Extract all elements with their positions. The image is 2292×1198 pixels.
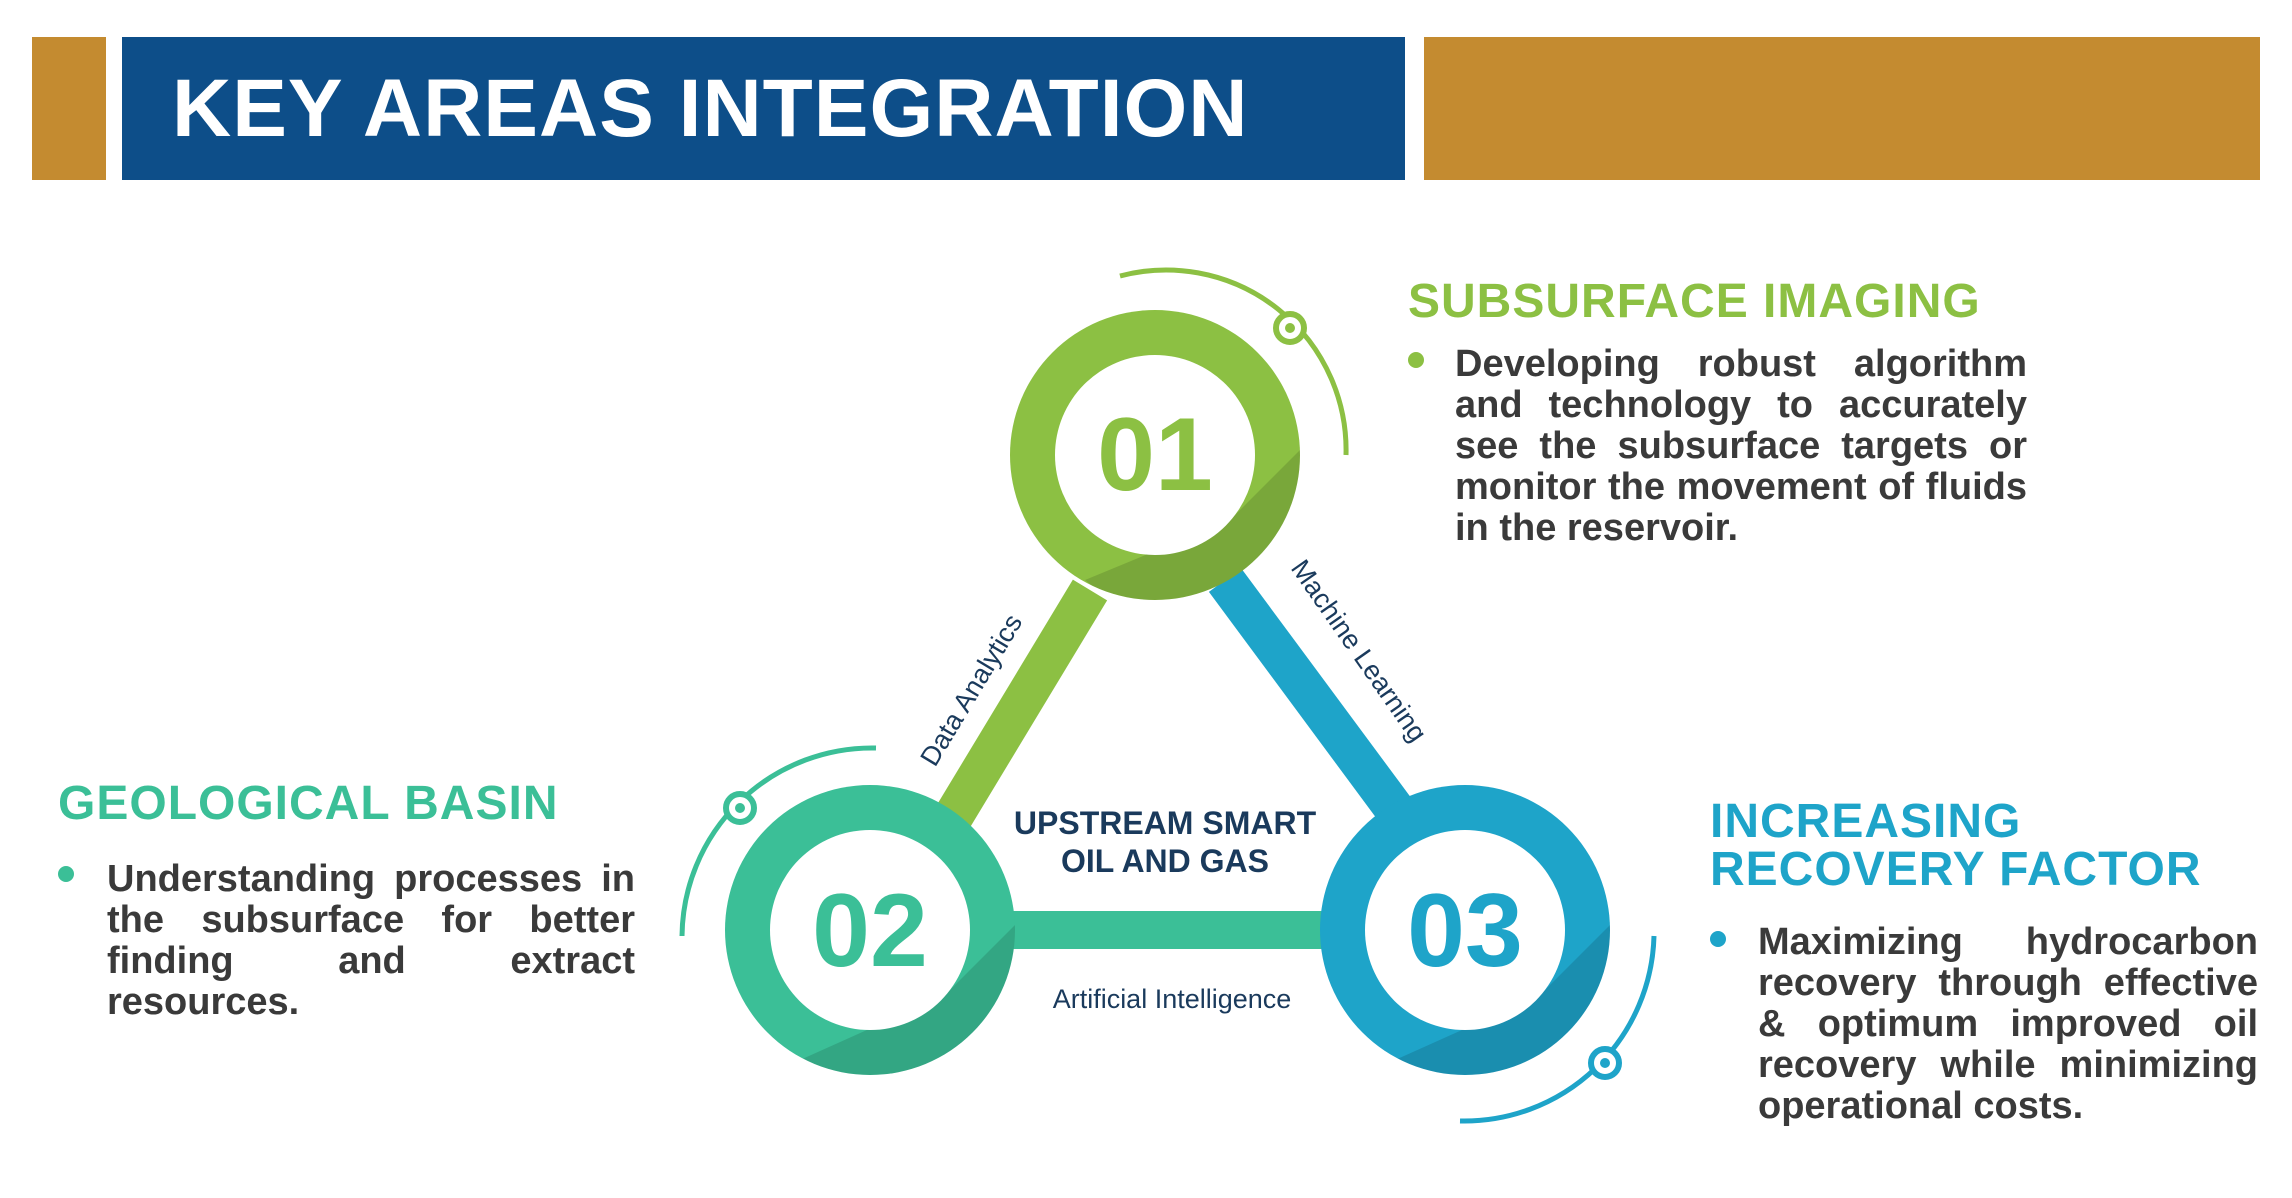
orbit-dot-01-core <box>1285 323 1295 333</box>
section-text-subsurface-imaging: Developing robust algorithm and technolo… <box>1455 343 2027 549</box>
node-02-number: 02 <box>812 873 928 989</box>
section-title-geological-basin: GEOLOGICAL BASIN <box>58 777 559 830</box>
section-title-recovery-line1: INCREASING <box>1710 795 2022 848</box>
orbit-arc-01 <box>1119 267 1349 456</box>
center-label-line1: UPSTREAM SMART <box>1014 805 1317 841</box>
bullet-recovery <box>1710 931 1726 947</box>
header-accent-left <box>32 37 106 180</box>
center-label-line2: OIL AND GAS <box>1061 843 1269 879</box>
node-01: 01 <box>1010 310 1300 600</box>
connector-data-analytics <box>912 579 1108 866</box>
node-03: 03 <box>1320 785 1610 1075</box>
section-title-subsurface-imaging: SUBSURFACE IMAGING <box>1408 275 1981 328</box>
orbit-dot-02-core <box>735 803 745 813</box>
connector-machine-learning <box>1208 568 1427 842</box>
edge-label-artificial-intelligence: Artificial Intelligence <box>1053 984 1292 1014</box>
section-title-recovery-line2: RECOVERY FACTOR <box>1710 843 2202 896</box>
bullet-subsurface <box>1408 352 1424 368</box>
page-title: KEY AREAS INTEGRATION <box>172 63 1249 154</box>
section-title-recovery-factor: INCREASING RECOVERY FACTOR <box>1710 798 2270 894</box>
node-01-number: 01 <box>1097 397 1213 513</box>
header-title-bar <box>122 37 1405 180</box>
section-text-geological-basin: Understanding processes in the subsurfac… <box>107 858 635 1023</box>
section-text-recovery-factor: Maximizing hydrocarbon recovery through … <box>1758 921 2258 1127</box>
header-accent-right <box>1424 37 2260 180</box>
orbit-dot-03-core <box>1600 1058 1610 1068</box>
node-02: 02 <box>725 785 1015 1075</box>
node-03-number: 03 <box>1407 873 1523 989</box>
bullet-geological <box>58 866 74 882</box>
